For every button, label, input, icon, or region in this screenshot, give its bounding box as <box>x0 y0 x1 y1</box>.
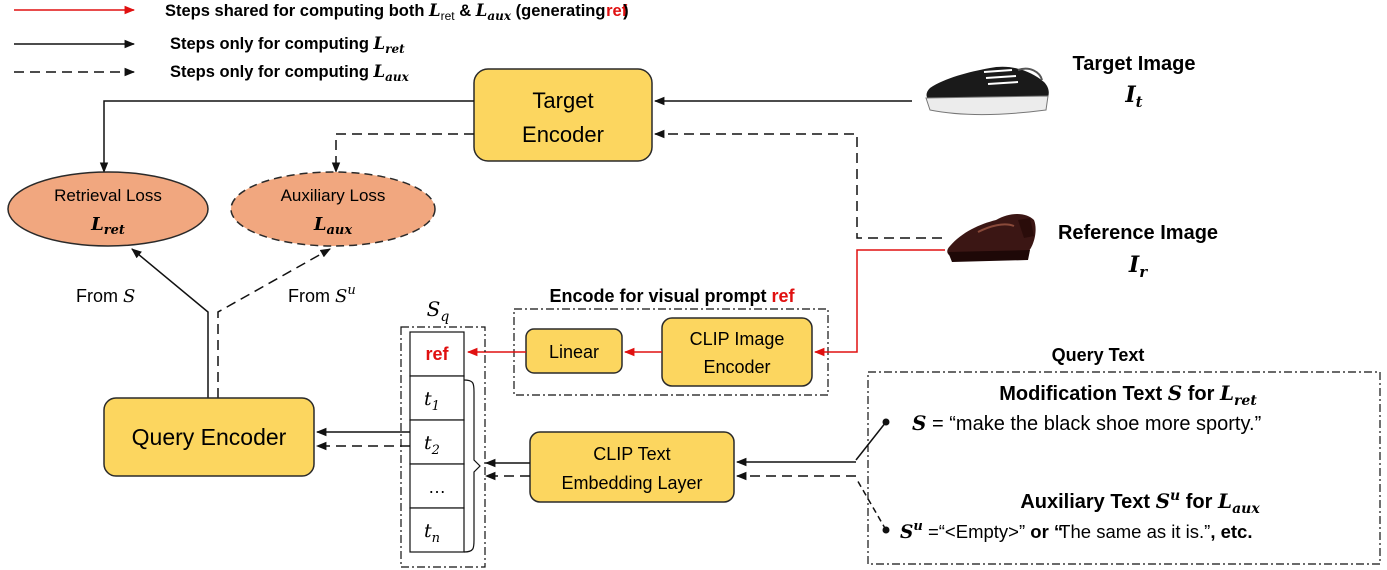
svg-text:Su =“<Empty>” or “: Su =“<Empty>” or “The same as it is.”, e… <box>900 513 1252 543</box>
svg-text:CLIP Text: CLIP Text <box>593 444 670 464</box>
query-text-box <box>867 371 1381 565</box>
query-to-auxiliary-arrow <box>217 248 331 398</box>
reference-to-target-dashed-arrow <box>653 129 942 239</box>
retrieval-loss: Retrieval Loss Lret <box>7 171 209 247</box>
svg-text:Encoder: Encoder <box>703 357 770 377</box>
target-encoder-line2: Encoder <box>522 122 604 147</box>
token-t2: t2 <box>424 432 440 458</box>
query-to-retrieval-arrow <box>131 248 209 398</box>
auxiliary-loss: Auxiliary Loss Laux <box>230 171 436 247</box>
svg-text:Query Encoder: Query Encoder <box>132 424 287 450</box>
legend-red-text: Steps shared for computing both Lret & L… <box>165 1 629 24</box>
legend-dashed-text: Steps only for computing Laux <box>170 62 410 84</box>
target-to-auxiliary-arrow <box>331 133 474 174</box>
reference-red-arrow <box>813 249 945 357</box>
reference-image-label: Reference Image Ir <box>1058 222 1218 281</box>
auxiliary-text: Auxiliary Text Su for Laux Su =“<Empty>”… <box>882 483 1260 543</box>
dress-shoe-icon <box>947 214 1036 262</box>
svg-text:Retrieval Loss: Retrieval Loss <box>54 186 162 205</box>
token-dots: … <box>428 477 446 497</box>
token-stack-frame <box>400 326 486 568</box>
linear-box: Linear <box>525 328 623 374</box>
mod-bullet-line <box>855 421 887 461</box>
legend-solid-text: Steps only for computing Lret <box>170 34 405 56</box>
query-text-heading: Query Text <box>1052 345 1145 365</box>
svg-text:Modification Text S: Modification Text S for Lret <box>999 381 1257 409</box>
target-image-label: Target Image It <box>1073 53 1196 111</box>
from-s-label: From S <box>76 286 135 307</box>
svg-text:Laux: Laux <box>313 214 353 238</box>
token-t1: t1 <box>424 388 440 414</box>
svg-text:Lret: Lret <box>90 214 125 238</box>
svg-text:It: It <box>1124 82 1142 111</box>
svg-text:Ir: Ir <box>1128 252 1148 281</box>
token-tn: tn <box>424 520 440 546</box>
svg-text:Target Image: Target Image <box>1073 53 1196 75</box>
svg-text:CLIP Image: CLIP Image <box>690 329 785 349</box>
svg-text:Auxiliary Loss: Auxiliary Loss <box>281 186 386 205</box>
token-ref: ref <box>425 344 449 364</box>
target-to-retrieval-arrow <box>99 100 474 174</box>
aux-bullet-line <box>855 477 887 531</box>
clip-image-encoder: CLIP Image Encoder <box>661 317 813 387</box>
token-brace <box>463 379 481 553</box>
legend: Steps shared for computing both Lret & L… <box>14 1 629 84</box>
svg-text:Reference Image: Reference Image <box>1058 222 1218 244</box>
svg-text:Linear: Linear <box>549 342 599 362</box>
svg-text:S = “make the black shoe: S = “make the black shoe more sporty.” <box>912 411 1261 435</box>
svg-text:Auxiliary Text Su: Auxiliary Text Su for Laux <box>1020 483 1260 517</box>
sq-label: Sq <box>427 297 450 325</box>
target-encoder: Target Encoder <box>473 68 653 162</box>
sneaker-icon <box>925 66 1049 115</box>
modification-text: Modification Text S for Lret S = “make t… <box>882 381 1261 435</box>
target-encoder-line1: Target <box>532 88 593 113</box>
svg-text:Embedding Layer: Embedding Layer <box>561 473 702 493</box>
query-encoder: Query Encoder <box>103 397 315 477</box>
clip-text-embedding: CLIP Text Embedding Layer <box>529 431 735 503</box>
from-su-label: From Su <box>288 283 356 307</box>
visual-prompt-title: Encode for visual prompt ref <box>549 286 795 306</box>
token-stack: ref t1 t2 … tn <box>409 331 481 553</box>
